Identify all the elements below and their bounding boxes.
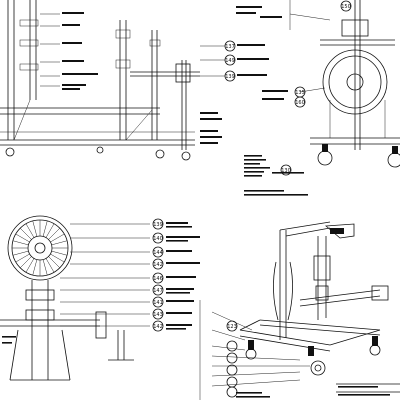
- bubble-tr-top: 150: [340, 0, 352, 12]
- wheel-spoke: [50, 233, 65, 243]
- bubble-tl-2: 149: [224, 54, 236, 66]
- bubble-bl-1-label: 139: [153, 222, 163, 228]
- bubble-tl-2-label: 149: [225, 58, 235, 64]
- wheel-spoke: [12, 240, 29, 246]
- wheel-spoke: [50, 253, 65, 263]
- bubble-tr-low-label: 130: [281, 168, 291, 174]
- bubble-bl-9-label: 142: [153, 324, 163, 330]
- bubble-bl-3: 144: [152, 246, 164, 258]
- wheel-spoke: [15, 253, 30, 263]
- bubble-br-1: 123: [226, 320, 238, 332]
- wheel-spoke: [20, 256, 32, 268]
- view-top-left-frame-elevation: [0, 0, 269, 161]
- view-top-right-end-elevation: [236, 0, 400, 196]
- bubble-tr-top-label: 150: [341, 4, 351, 10]
- wheel-spoke: [15, 233, 30, 243]
- wheel-spoke: [48, 256, 60, 268]
- bubble-tl-1: 137: [224, 40, 236, 52]
- wheel-spoke: [42, 220, 48, 237]
- wheel-spoke: [25, 223, 35, 238]
- bubble-bl-8: 143: [152, 308, 164, 320]
- bubble-tr-low: 130: [280, 164, 292, 176]
- bubble-bl-4-label: 142: [153, 262, 163, 268]
- bubble-tl-1-label: 137: [225, 44, 235, 50]
- wheel-spoke: [25, 258, 35, 273]
- bubble-tr-mid1: 135: [294, 86, 306, 98]
- wheel-spoke: [51, 250, 68, 256]
- bubble-bl-5-label: 146: [153, 276, 163, 282]
- bubble-tr-mid1-label: 135: [295, 90, 305, 96]
- wheel-spoke: [20, 228, 32, 240]
- bubble-tl-3-label: 139: [225, 74, 235, 80]
- wheel-spoke: [32, 220, 38, 237]
- bubble-bl-3-label: 144: [153, 250, 163, 256]
- bubble-bl-2: 140: [152, 232, 164, 244]
- bubble-bl-6: 147: [152, 284, 164, 296]
- bubble-group-br-stack: [226, 340, 238, 398]
- wheel-spoke: [12, 250, 29, 256]
- wheel-spoke: [48, 228, 60, 240]
- bubble-tl-3: 139: [224, 70, 236, 82]
- bubble-bl-8-label: 143: [153, 312, 163, 318]
- bubble-bl-7-label: 141: [153, 300, 163, 306]
- bubble-bl-4: 142: [152, 258, 164, 270]
- wheel-spoke: [45, 258, 55, 273]
- bubble-bl-9: 142: [152, 320, 164, 332]
- bubble-bl-2-label: 140: [153, 236, 163, 242]
- bubble-bl-1: 139: [152, 218, 164, 230]
- bubble-tr-mid2-label: 160: [295, 100, 305, 106]
- bubble-br-1-label: 123: [227, 324, 237, 330]
- bubble-bl-5: 146: [152, 272, 164, 284]
- bubble-bl-7: 141: [152, 296, 164, 308]
- wheel-spoke: [45, 223, 55, 238]
- bubble-bl-6-label: 147: [153, 288, 163, 294]
- view-bottom-left-wheel-stand: [0, 215, 200, 381]
- wheel-spoke: [51, 240, 68, 246]
- bubble-tr-mid2: 160: [294, 96, 306, 108]
- view-bottom-right-isometric-cart: [199, 221, 400, 400]
- wheel-spoke: [42, 259, 48, 276]
- wheel-spoke: [32, 259, 38, 276]
